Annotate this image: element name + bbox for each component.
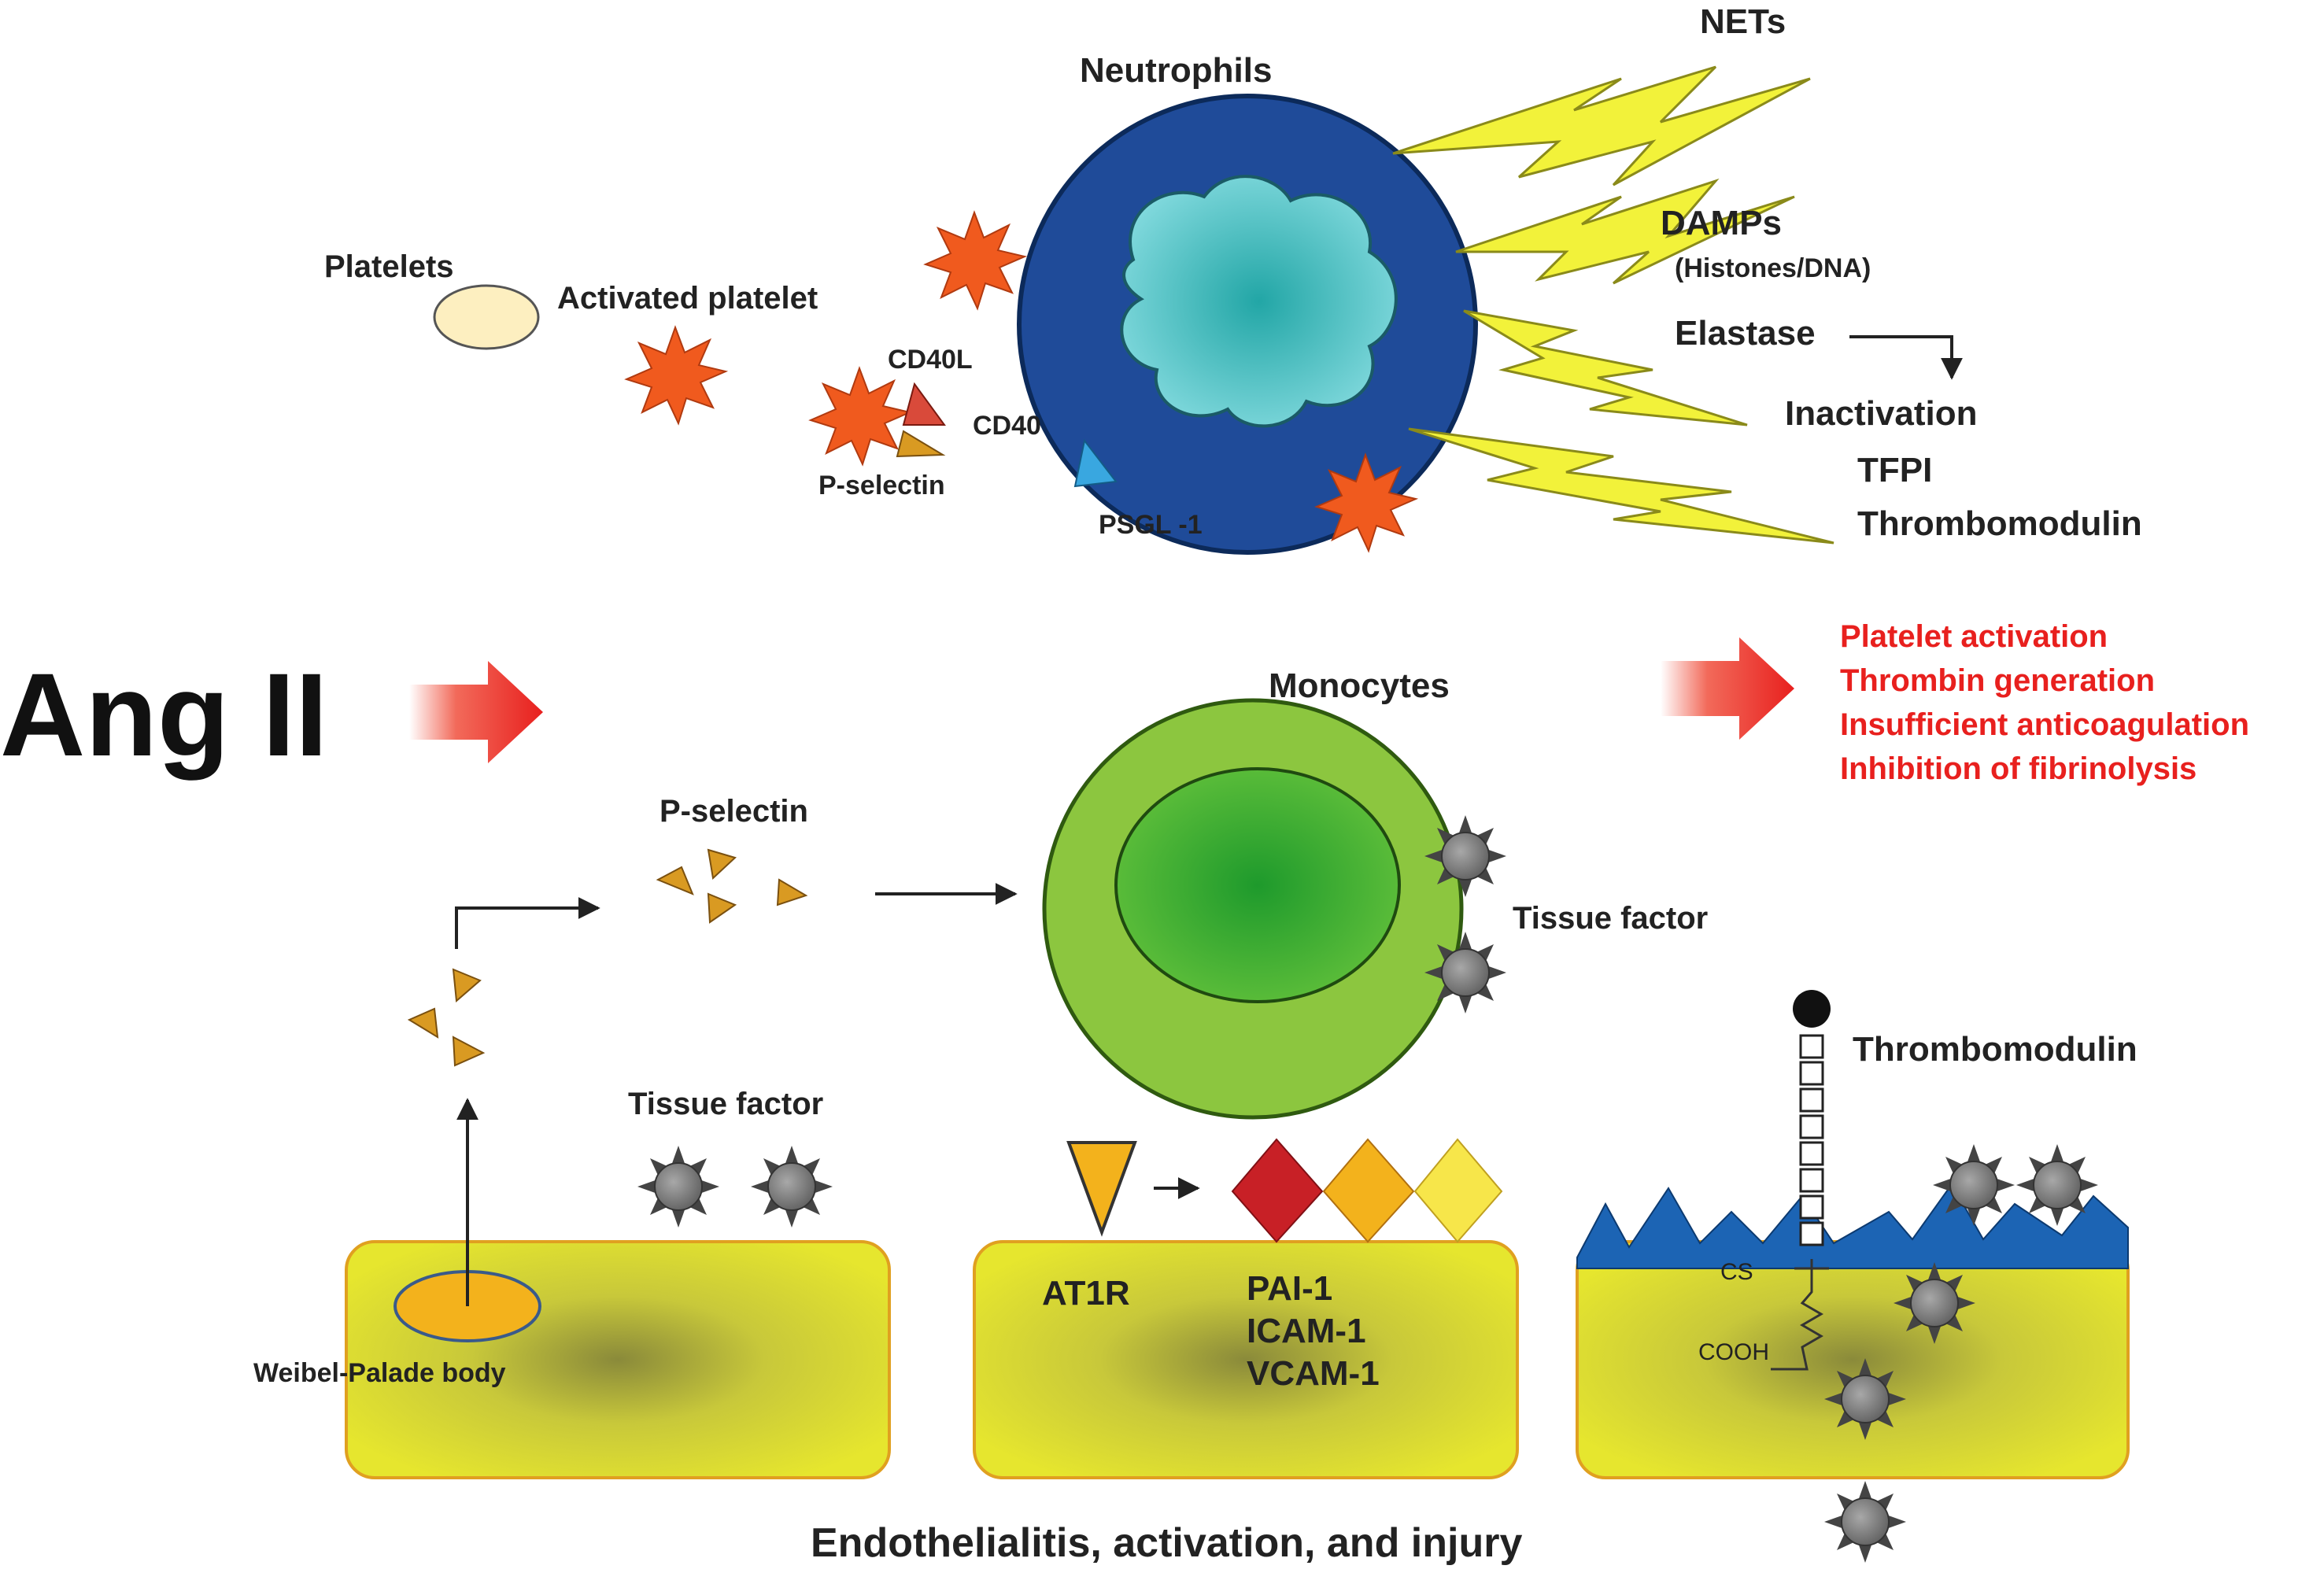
platelets-label: Platelets [324, 249, 454, 284]
tissue-factor-label-cell: Tissue factor [628, 1087, 823, 1121]
endothelial-cell-2 [973, 1240, 1519, 1479]
net-bolt-2 [1455, 178, 1795, 285]
p-selectin-label-top: P-selectin [818, 471, 945, 500]
elastase-label: Elastase [1675, 314, 1816, 353]
ang-ii-arrow [409, 661, 543, 763]
p-selectin-cluster [656, 848, 808, 924]
outcome-item: Inhibition of fibrinolysis [1840, 751, 2197, 786]
activated-platelet-star-3 [810, 367, 911, 465]
tissue-factor-icon [1823, 1480, 1907, 1564]
cooh-label: COOH [1698, 1339, 1769, 1365]
released-p-selectin [407, 968, 486, 1067]
cs-label: CS [1720, 1259, 1753, 1285]
activated-platelet-star-1 [626, 327, 726, 424]
damps-detail-label: (Histones/DNA) [1675, 253, 1871, 283]
pai1-diamond [1231, 1138, 1324, 1243]
outcome-list: Platelet activation Thrombin generation … [1840, 619, 2249, 786]
damps-label: DAMPs [1661, 204, 1782, 242]
outcome-item: Insufficient anticoagulation [1840, 707, 2249, 742]
psgl1-triangle [1073, 438, 1118, 488]
vcam1-label: VCAM-1 [1247, 1354, 1380, 1393]
tissue-factor-label-monocyte: Tissue factor [1513, 901, 1708, 936]
at1r-receptor [1066, 1141, 1137, 1237]
glycocalyx-layer [1576, 1183, 2129, 1269]
elastase-arrow [1849, 335, 1963, 380]
neutrophils-label: Neutrophils [1080, 51, 1272, 90]
icam1-label: ICAM-1 [1247, 1312, 1366, 1350]
activated-platelet-label: Activated platelet [557, 281, 818, 316]
thrombomodulin-molecule [1771, 990, 1831, 1371]
outcome-arrow [1661, 637, 1794, 740]
net-bolt-3 [1463, 309, 1748, 426]
pai1-label: PAI-1 [1247, 1269, 1332, 1308]
thrombomodulin-label-top: Thrombomodulin [1857, 504, 2142, 543]
tissue-factor-icon [750, 1145, 833, 1228]
at1r-label: AT1R [1042, 1274, 1130, 1313]
tissue-factor-icon [637, 1145, 720, 1228]
net-bolt-4 [1408, 427, 1834, 545]
endothelium-caption: Endothelialitis, activation, and injury [811, 1520, 1522, 1566]
activated-platelet-star-2 [925, 212, 1025, 309]
net-lightning-bolts [1392, 65, 1834, 545]
cd40l-triangle [902, 382, 946, 426]
vcam1-diamond [1413, 1138, 1503, 1243]
ang-ii-title: Ang II [0, 648, 328, 781]
monocytes-label: Monocytes [1269, 666, 1450, 705]
icam1-diamond [1322, 1138, 1415, 1243]
neutrophil-nucleus [1120, 175, 1398, 428]
p-selectin-triangle-top [896, 430, 946, 458]
monocyte-nucleus [1114, 767, 1401, 1003]
neutrophil-cell [1017, 94, 1478, 555]
cd40-label: CD40 [973, 411, 1041, 441]
nets-label: NETs [1700, 2, 1786, 41]
outcome-item: Platelet activation [1840, 619, 2108, 654]
thrombomodulin-label-bottom: Thrombomodulin [1853, 1030, 2137, 1069]
resting-platelet [433, 284, 540, 350]
p-selectin-label-mid: P-selectin [660, 794, 808, 829]
psgl1-label: PSGL -1 [1099, 510, 1203, 540]
endothelial-cell-3 [1576, 1240, 2130, 1479]
monocyte-cell [1042, 698, 1464, 1120]
outcome-item: Thrombin generation [1840, 663, 2155, 698]
inactivation-label: Inactivation [1785, 394, 1978, 433]
tfpi-label: TFPI [1857, 451, 1932, 489]
release-arrow [455, 897, 600, 949]
weibel-palade-label: Weibel-Palade body [253, 1358, 506, 1388]
net-bolt-1 [1392, 65, 1811, 186]
cd40l-label: CD40L [888, 345, 973, 375]
